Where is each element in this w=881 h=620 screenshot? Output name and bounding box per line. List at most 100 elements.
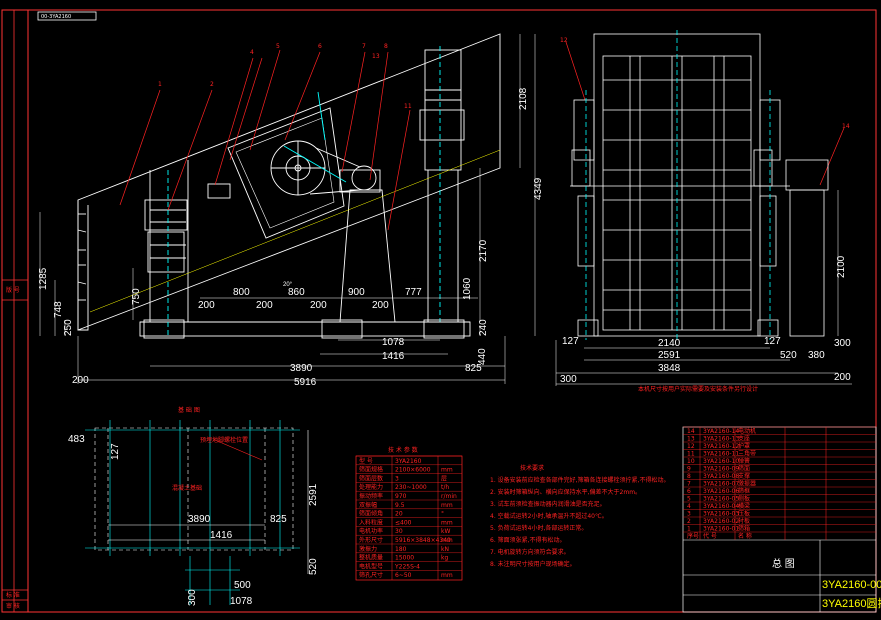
tech-cell: mm (441, 572, 453, 579)
part-cell: 筛面 (738, 465, 750, 473)
part-cell: 序号 (687, 532, 699, 540)
svg-text:1078: 1078 (382, 337, 405, 348)
part-cell: 3YA2160-14 (703, 428, 739, 435)
tech-cell: mm (441, 519, 453, 526)
notes: 技术要求 1. 设备安装前应检查各部件完好,筛箱各连接螺栓须拧紧,不得松动。 2… (490, 464, 669, 568)
tech-cell: 振动频率 (359, 492, 383, 500)
svg-text:2100: 2100 (836, 255, 847, 278)
part-cell: 支座 (738, 435, 750, 443)
lines (1, 9, 877, 613)
svg-text:240: 240 (478, 319, 489, 336)
part-cell: 3YA2160-01 (703, 526, 739, 533)
tech-cell: 电机功率 (359, 527, 383, 535)
part-cell: 6 (687, 488, 691, 495)
part-cell: 支撑 (738, 472, 750, 480)
svg-text:127: 127 (764, 336, 781, 347)
part-cell: 激振器 (738, 480, 756, 488)
part-cell: 3YA2160-06 (703, 488, 739, 495)
header-tag: 00-3YA2160 (41, 14, 71, 20)
svg-text:2. 安装时筛箱纵向、横向应保持水平,偏差不大于2mm。: 2. 安装时筛箱纵向、横向应保持水平,偏差不大于2mm。 (490, 488, 641, 496)
tech-cell: 9.5 (395, 502, 405, 509)
balloon-14: 14 (842, 123, 850, 130)
tech-cell: 5916×3848×4349 (395, 537, 451, 544)
svg-text:4349: 4349 (533, 177, 544, 200)
tech-cell: kN (441, 546, 449, 553)
svg-text:2108: 2108 (518, 87, 529, 110)
svg-text:8. 未注明尺寸按用户现场确定。: 8. 未注明尺寸按用户现场确定。 (490, 560, 576, 568)
svg-text:250: 250 (63, 319, 74, 336)
svg-text:800: 800 (233, 287, 250, 298)
part-cell: 10 (687, 458, 695, 465)
tech-cell: 筛面倾角 (359, 510, 383, 518)
part-cell: 3YA2160-04 (703, 503, 739, 510)
balloon-6: 6 (318, 43, 322, 50)
svg-text:1416: 1416 (382, 351, 405, 362)
tech-cell: kg (441, 555, 448, 562)
margin-labels: 00-3YA2160 版 号 标 准 审 核 (6, 14, 71, 610)
tech-cell: 180 (395, 546, 407, 553)
svg-text:200: 200 (310, 300, 327, 311)
svg-text:300: 300 (834, 338, 851, 349)
part-cell: 三角带 (738, 450, 756, 458)
svg-text:3848: 3848 (658, 363, 681, 374)
svg-text:6. 筛面须张紧,不得有松动。: 6. 筛面须张紧,不得有松动。 (490, 536, 566, 544)
side-label-2: 审 核 (6, 602, 20, 610)
svg-text:3. 试车前须检查振动器内润滑油是否充足。: 3. 试车前须检查振动器内润滑油是否充足。 (490, 500, 606, 508)
tech-cell: 筛面层数 (359, 474, 383, 482)
part-cell: 1 (687, 526, 691, 533)
drawing-total: 总 图 (772, 557, 795, 570)
part-cell: 压板 (738, 510, 750, 518)
part-cell: 3YA2160-07 (703, 481, 739, 488)
part-cell: 7 (687, 481, 691, 488)
svg-text:1416: 1416 (210, 530, 233, 541)
svg-text:200: 200 (256, 300, 273, 311)
tech-cell: 3YA2160 (395, 458, 422, 465)
svg-text:520: 520 (780, 350, 797, 361)
svg-text:3890: 3890 (188, 514, 211, 525)
notes-title: 技术要求 (520, 464, 544, 472)
balloon-1: 1 (158, 81, 162, 88)
svg-text:5. 负荷试运转4小时,各部运转正常。: 5. 负荷试运转4小时,各部运转正常。 (490, 524, 587, 532)
svg-text:200: 200 (198, 300, 215, 311)
part-cell: 5 (687, 496, 691, 503)
part-cell: 3YA2160-05 (703, 496, 739, 503)
svg-text:127: 127 (562, 336, 579, 347)
svg-text:380: 380 (808, 350, 825, 361)
side-label-0: 版 号 (6, 286, 20, 294)
svg-text:900: 900 (348, 287, 365, 298)
tech-cell: t/h (441, 484, 449, 491)
svg-text:2140: 2140 (658, 338, 681, 349)
tech-cell: 20 (395, 511, 403, 518)
tech-cell: 外形尺寸 (359, 536, 383, 544)
part-cell: 衬板 (738, 517, 750, 525)
tech-cell: 3 (395, 475, 399, 482)
main-dimension-lines (39, 34, 536, 384)
part-cell: 弹簧 (738, 457, 750, 465)
part-cell: 3YA2160-13 (703, 436, 739, 443)
svg-text:1285: 1285 (38, 267, 49, 290)
svg-text:200: 200 (372, 300, 389, 311)
svg-text:825: 825 (465, 363, 482, 374)
svg-text:440: 440 (477, 348, 488, 365)
svg-text:4. 空载试运转2小时,轴承温升不超过40℃。: 4. 空载试运转2小时,轴承温升不超过40℃。 (490, 512, 608, 520)
part-cell: 8 (687, 473, 691, 480)
tech-cell: 15000 (395, 555, 414, 562)
tech-cell: 激振力 (359, 545, 377, 553)
svg-text:127: 127 (110, 443, 121, 460)
tech-cell: 230~1000 (395, 484, 427, 491)
balloon-4: 4 (250, 49, 254, 56)
svg-text:2591: 2591 (658, 350, 681, 361)
balloon-5: 5 (276, 43, 280, 50)
part-cell: 护罩 (738, 442, 750, 450)
svg-text:300: 300 (187, 589, 198, 606)
tech-cell: mm (441, 502, 453, 509)
part-cell: 2 (687, 518, 691, 525)
svg-text:300: 300 (560, 374, 577, 385)
tech-cell: 整机质量 (359, 554, 383, 562)
tech-cell: kW (441, 528, 450, 535)
foundation-note-a: 预埋地脚螺栓位置 (200, 436, 248, 444)
tech-cell: Y225S-4 (394, 563, 420, 570)
tech-cell: ≤400 (395, 519, 412, 526)
